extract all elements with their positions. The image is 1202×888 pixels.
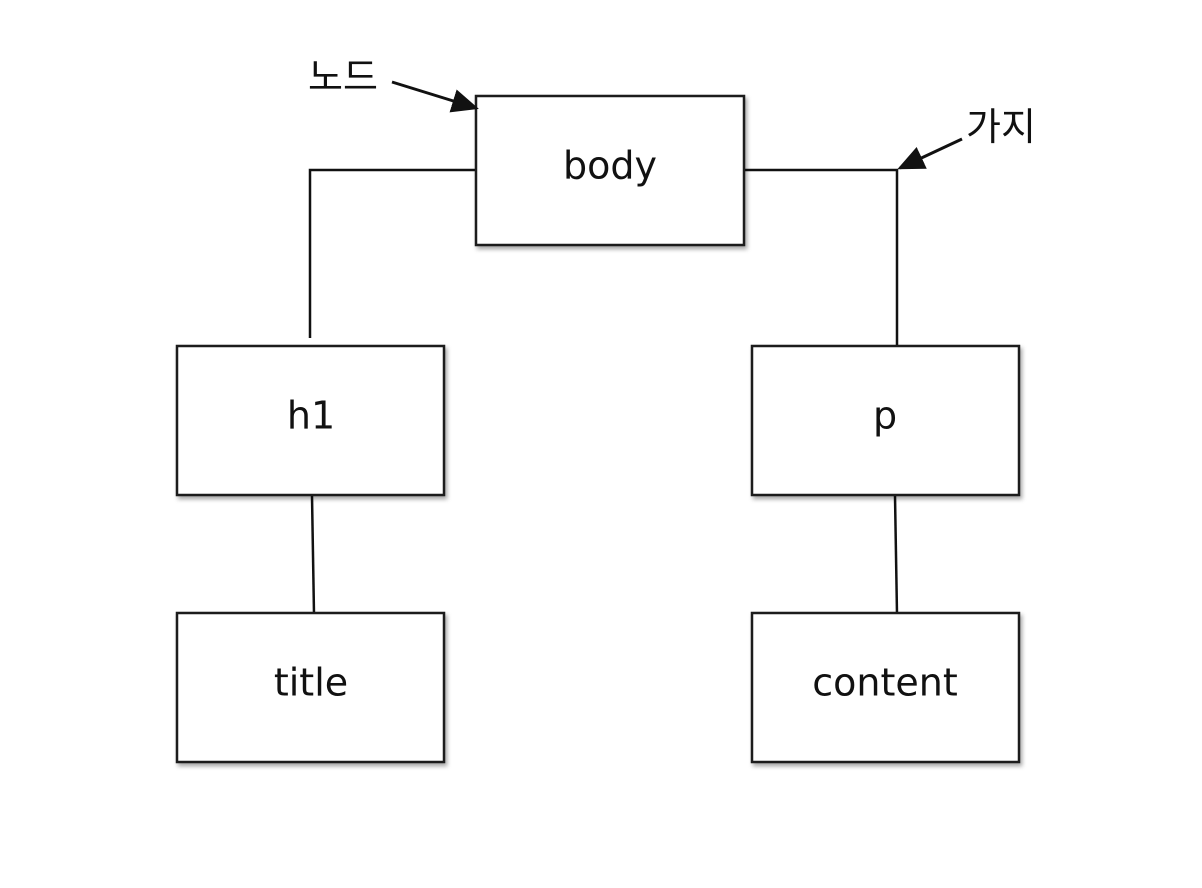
edges bbox=[308, 168, 899, 615]
node-h1-box bbox=[175, 344, 446, 497]
edge-body-h1 bbox=[308, 168, 476, 338]
annotation-branch-arrow bbox=[897, 137, 963, 170]
node-body: body bbox=[474, 94, 746, 247]
annotation-node-label: 노드 bbox=[308, 55, 378, 99]
annotation-node: 노드 bbox=[308, 55, 479, 113]
node-title-box bbox=[175, 611, 446, 764]
edge-p-content bbox=[893, 495, 899, 615]
node-content: content bbox=[750, 611, 1021, 764]
node-title: title bbox=[175, 611, 446, 764]
node-body-label: body bbox=[563, 144, 657, 188]
node-content-label: content bbox=[812, 661, 958, 705]
node-p-box bbox=[750, 344, 1021, 497]
node-h1: h1 bbox=[175, 344, 446, 497]
node-h1-label: h1 bbox=[287, 394, 335, 438]
node-title-label: title bbox=[274, 661, 348, 705]
annotation-branch: 가지 bbox=[897, 105, 1036, 170]
node-p: p bbox=[750, 344, 1021, 497]
node-body-box bbox=[474, 94, 746, 247]
node-p-label: p bbox=[873, 394, 897, 438]
annotation-node-arrow bbox=[391, 80, 479, 113]
node-content-box bbox=[750, 611, 1021, 764]
edge-body-p bbox=[745, 168, 899, 345]
edge-h1-title bbox=[310, 495, 316, 615]
annotation-branch-label: 가지 bbox=[966, 105, 1036, 149]
